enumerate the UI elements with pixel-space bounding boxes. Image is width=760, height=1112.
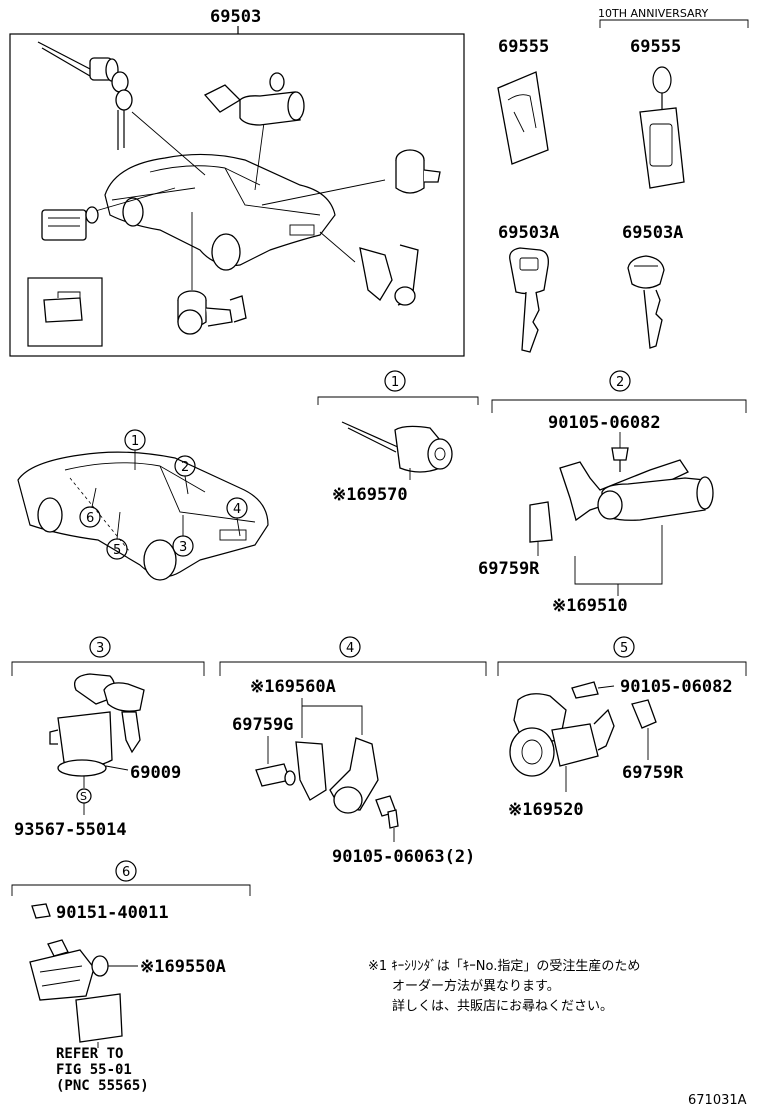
luggage-clip-part[interactable]: 69759G <box>232 715 293 735</box>
callout-4: 4 <box>226 497 248 537</box>
group-1-ignition-cylinder: 1 ※169570 <box>317 370 479 505</box>
group-2-trunk-cylinder: 2 90105-06082 69759R ※169510 <box>478 370 747 616</box>
group-5-door-cylinder: 5 90105-06082 69759R ※169520 <box>497 636 747 820</box>
svg-text:1: 1 <box>131 434 139 449</box>
door-bolt-part[interactable]: 90105-06082 <box>620 677 733 697</box>
callout-5: 5 <box>106 511 128 560</box>
master-key-illustration <box>509 247 549 353</box>
door-lock-assembly-part[interactable]: ※169550A <box>140 957 226 977</box>
trunk-bolt-part[interactable]: 90105-06082 <box>548 413 661 433</box>
ignition-cylinder-part[interactable]: ※169570 <box>332 485 408 505</box>
key-card-illustration <box>497 71 549 165</box>
car-outline-illustration-top <box>104 153 336 271</box>
note-line-1: ※1 ｷｰｼﾘﾝﾀﾞは「ｷｰNo.指定」の受注生産のため <box>368 958 640 974</box>
key-part-number-right[interactable]: 69503A <box>622 223 683 243</box>
sub-key-illustration <box>627 255 665 349</box>
group-6-door-lock: 6 90151-40011 ※169550A REFER TO FIG 55-0… <box>11 860 251 1094</box>
footnote: ※1 ｷｰｼﾘﾝﾀﾞは「ｷｰNo.指定」の受注生産のため オーダー方法が異なりま… <box>368 958 640 1014</box>
luggage-lock-assembly-part[interactable]: ※169560A <box>250 677 336 697</box>
note-line-3: 詳しくは、共販店にお尋ねください。 <box>392 998 613 1014</box>
key-holder-illustration <box>639 66 685 189</box>
anniversary-label: 10TH ANNIVERSARY <box>598 7 708 20</box>
refer-line-3: (PNC 55565) <box>56 1078 149 1094</box>
card-inset-illustration <box>27 277 103 347</box>
group-3-ignition-switch: 3 69009 S 93567-55014 <box>11 636 205 840</box>
svg-text:1: 1 <box>391 375 399 390</box>
group-4-luggage-lock: 4 ※169560A 69759G 90105-06063(2) <box>219 636 487 867</box>
ignition-key-set-illustration <box>37 41 133 150</box>
svg-text:3: 3 <box>96 641 104 656</box>
trunk-lock-illustration <box>203 72 305 126</box>
ring-part[interactable]: 93567-55014 <box>14 820 127 840</box>
svg-text:3: 3 <box>179 540 187 555</box>
kit-part-number[interactable]: 69503 <box>210 7 261 27</box>
svg-text:6: 6 <box>86 511 94 526</box>
trunk-cylinder-assembly-part[interactable]: ※169510 <box>552 596 628 616</box>
svg-text:4: 4 <box>233 502 241 517</box>
door-lock-illustration <box>41 206 99 241</box>
door-cylinder-illustration <box>177 290 247 335</box>
svg-text:5: 5 <box>113 543 121 558</box>
door-screw-part[interactable]: 90151-40011 <box>56 903 169 923</box>
location-overview: 1 2 3 4 5 6 <box>17 429 269 581</box>
callout-6: 6 <box>79 487 101 528</box>
svg-text:2: 2 <box>616 375 624 390</box>
key-accessories: 10TH ANNIVERSARY 69555 69555 69503A 6950… <box>497 7 749 353</box>
callout-3: 3 <box>172 515 194 557</box>
svg-text:5: 5 <box>620 641 628 656</box>
card-part-number-left[interactable]: 69555 <box>498 37 549 57</box>
lock-kit-box: 69503 <box>9 7 465 357</box>
svg-text:4: 4 <box>346 641 354 656</box>
card-part-number-right[interactable]: 69555 <box>630 37 681 57</box>
note-line-2: オーダー方法が異なります。 <box>392 978 560 994</box>
luggage-bolt-part[interactable]: 90105-06063(2) <box>332 847 475 867</box>
trunk-clip-part[interactable]: 69759R <box>478 559 540 579</box>
svg-text:6: 6 <box>122 865 130 880</box>
refer-line-2: FIG 55-01 <box>56 1062 132 1078</box>
ignition-switch-part[interactable]: 69009 <box>130 763 181 783</box>
callout-1: 1 <box>124 429 146 470</box>
ignition-cylinder-illustration <box>395 149 441 194</box>
luggage-opener-illustration <box>359 244 419 306</box>
figure-code: 671031A <box>688 1093 747 1108</box>
door-clip-part[interactable]: 69759R <box>622 763 684 783</box>
svg-text:2: 2 <box>181 460 189 475</box>
ring-marker: S <box>80 790 87 803</box>
car-outline-illustration-locations <box>17 451 269 581</box>
key-part-number-left[interactable]: 69503A <box>498 223 559 243</box>
callout-2: 2 <box>174 455 196 495</box>
door-cylinder-assembly-part[interactable]: ※169520 <box>508 800 584 820</box>
refer-line-1: REFER TO <box>56 1046 123 1062</box>
